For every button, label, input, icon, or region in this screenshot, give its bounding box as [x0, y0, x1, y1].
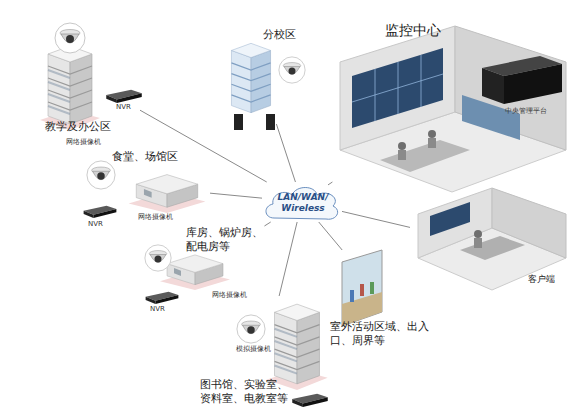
- area-label: 室外活动区域、出入口、周界等: [330, 320, 432, 348]
- branch-building: [231, 43, 270, 112]
- network-link: [319, 222, 342, 250]
- area-label: 食堂、场馆区: [112, 150, 192, 164]
- video-wall-grid: [352, 55, 443, 121]
- operator: [398, 142, 406, 150]
- device-label: 模拟摄像机: [236, 346, 271, 354]
- area-label: 客户端: [528, 274, 558, 285]
- area-label: 图书馆、实验室、资料室、电教室等: [200, 378, 292, 406]
- cloud-shape: [266, 188, 338, 220]
- outdoor-person: [350, 290, 354, 302]
- device-label: NVR: [116, 104, 131, 112]
- dome-camera: [55, 23, 85, 53]
- library-building: [266, 304, 327, 390]
- client-user: [474, 230, 482, 238]
- area-label: 教学及办公区: [45, 120, 125, 134]
- dome-camera: [87, 161, 115, 189]
- device-label: NVR: [150, 306, 165, 314]
- room-wall: [455, 26, 566, 150]
- operator: [428, 130, 436, 138]
- device-label: 网络摄像机: [66, 139, 101, 147]
- area-group: 图书馆、实验室、资料室、电教室等: [195, 296, 335, 412]
- outdoor-panel: [342, 250, 382, 326]
- client-user: [474, 238, 482, 248]
- network-link: [328, 182, 332, 185]
- network-label: LAN/WAN/ Wireless: [274, 192, 332, 215]
- control-room: 监控中心: [328, 20, 568, 192]
- platform-server: [482, 68, 504, 104]
- area-group: 教学及办公区: [30, 20, 140, 138]
- dome-camera: [145, 245, 171, 271]
- office-building: [40, 46, 100, 130]
- client-desk: [460, 236, 525, 260]
- device-label: 网络摄像机: [138, 214, 173, 222]
- platform-server: [504, 64, 562, 104]
- nvr-device: [84, 206, 117, 218]
- device-label: 网络摄像机: [212, 292, 247, 300]
- outdoor-person: [360, 284, 364, 296]
- device-label: 中央管理平台: [505, 108, 547, 116]
- operator: [428, 138, 436, 148]
- device-label: NVR: [88, 221, 103, 229]
- room-wall: [340, 26, 455, 150]
- room-wall: [418, 188, 492, 258]
- nvr-device: [146, 292, 179, 304]
- network-cloud: LAN/WAN/ Wireless: [262, 182, 342, 222]
- nvr-device: [106, 90, 142, 103]
- network-link: [210, 193, 262, 198]
- network-link: [342, 211, 410, 227]
- network-link: [264, 222, 270, 226]
- server-tower: [266, 114, 275, 130]
- video-wall: [352, 48, 443, 128]
- dome-camera: [279, 57, 305, 83]
- outdoor-person: [370, 282, 374, 294]
- network-link: [276, 124, 295, 182]
- dvr-device: [292, 394, 328, 407]
- console-desk: [380, 140, 470, 172]
- area-group: 分校区: [215, 24, 305, 124]
- area-label: 库房、锅炉房、配电房等: [186, 226, 266, 254]
- area-group: 库房、锅炉房、配电房等: [140, 226, 270, 302]
- area-label: 分校区: [263, 28, 303, 42]
- client-screen: [430, 202, 470, 236]
- analog-camera: [237, 315, 265, 343]
- canteen-building: [129, 175, 206, 213]
- network-link: [140, 110, 267, 182]
- server-tower: [234, 114, 243, 130]
- operator: [398, 150, 406, 160]
- area-label: 监控中心: [385, 22, 455, 40]
- client-room: 客户端: [410, 196, 568, 296]
- area-group: 室外活动区域、出入口、周界等: [328, 250, 440, 350]
- network-link: [279, 222, 297, 296]
